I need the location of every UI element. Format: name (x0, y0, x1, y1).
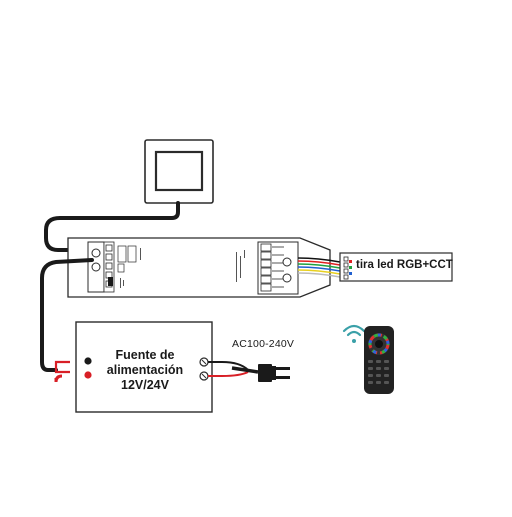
psu-cable (40, 258, 94, 372)
psu-label: Fuente de alimentación 12V/24V (78, 348, 212, 393)
panel-cable (44, 201, 180, 252)
psu-label-line1: Fuente de (115, 348, 175, 362)
plug-icon (258, 364, 290, 382)
psu-cable-red (54, 374, 63, 383)
ac-input-label: AC100-240V (232, 338, 295, 350)
psu-output-wire-red (54, 360, 70, 374)
psu-label-line2: alimentación (106, 363, 184, 377)
strip-wires (297, 257, 341, 278)
wireless-signal-icon (342, 324, 366, 343)
ac-input-wires (208, 361, 259, 377)
led-strip-connector-icon (339, 252, 453, 282)
remote-control-icon (364, 326, 394, 394)
psu-negative-terminal (84, 357, 92, 365)
psu-positive-terminal (84, 371, 92, 379)
led-strip-label: tira led RGB+CCT (356, 259, 453, 271)
wall-panel-icon (144, 139, 214, 204)
controller-icon (67, 237, 331, 298)
psu-label-line3: 12V/24V (121, 378, 169, 392)
power-supply-icon (75, 321, 213, 413)
